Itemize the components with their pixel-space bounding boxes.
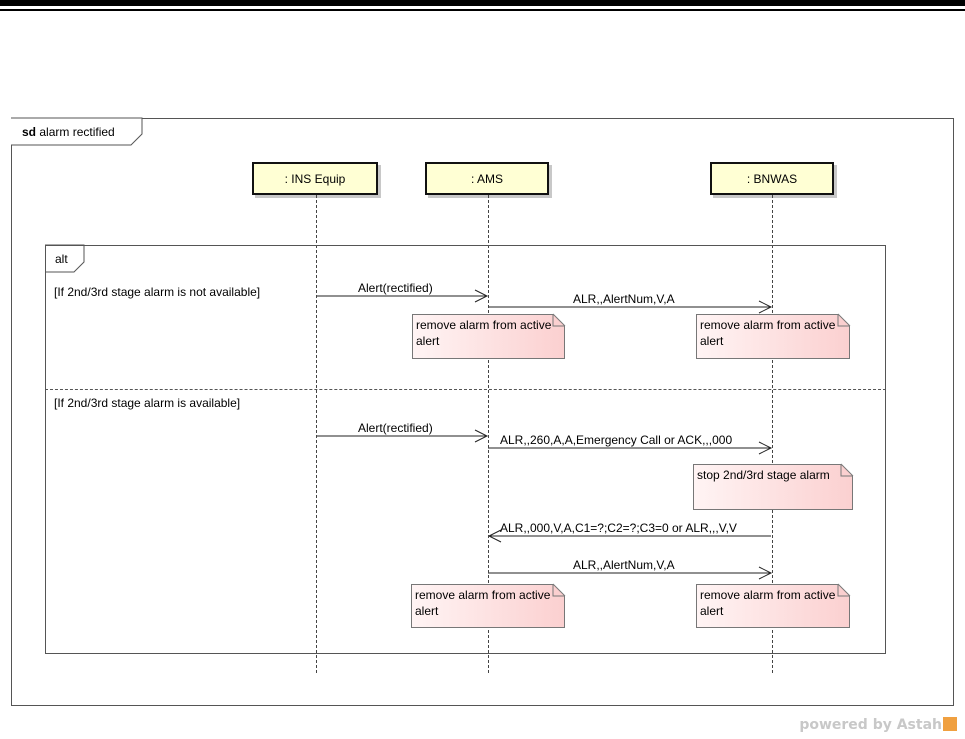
note-stop-stage-alarm[interactable]: stop 2nd/3rd stage alarm (693, 464, 853, 510)
frame-title: sd alarm rectified (22, 125, 115, 139)
message-alr-000-return[interactable]: ALR,,000,V,A,C1=?;C2=?;C3=0 or ALR,,,V,V (500, 521, 737, 535)
frame-name: alarm rectified (39, 125, 115, 139)
guard-not-available: [If 2nd/3rd stage alarm is not available… (54, 285, 261, 299)
powered-by-astah: powered by Astah (799, 717, 957, 733)
guard-available: [If 2nd/3rd stage alarm is available] (54, 396, 241, 410)
note-text: remove alarm from active alert (415, 588, 551, 618)
lifeline-bnwas-line (772, 195, 773, 673)
lifeline-ams[interactable]: : AMS (425, 162, 549, 195)
message-alr-alertnum-1[interactable]: ALR,,AlertNum,V,A (573, 292, 675, 306)
alt-fragment (45, 245, 886, 654)
powered-by-text: powered by Astah (799, 717, 942, 733)
lifeline-ams-label: : AMS (470, 171, 503, 186)
lifeline-bnwas[interactable]: : BNWAS (710, 162, 834, 195)
alt-operator: alt (55, 252, 68, 266)
note-remove-alarm-ams-2[interactable]: remove alarm from active alert (411, 584, 565, 628)
lifeline-bnwas-label: : BNWAS (746, 171, 798, 186)
header-rule (0, 0, 965, 6)
alt-operand-divider (45, 389, 886, 390)
note-remove-alarm-bnwas-1[interactable]: remove alarm from active alert (696, 314, 850, 359)
message-alr-260-emergency[interactable]: ALR,,260,A,A,Emergency Call or ACK,,,000 (500, 433, 733, 447)
message-alr-alertnum-2[interactable]: ALR,,AlertNum,V,A (573, 558, 675, 572)
message-alert-rectified-1[interactable]: Alert(rectified) (358, 281, 433, 295)
note-text: remove alarm from active alert (700, 588, 836, 618)
note-text: stop 2nd/3rd stage alarm (697, 468, 830, 482)
sequence-diagram-frame (11, 118, 954, 706)
note-text: remove alarm from active alert (416, 318, 552, 348)
lifeline-ins-equip-line (316, 195, 317, 673)
lifeline-ams-line (488, 195, 489, 673)
note-remove-alarm-bnwas-2[interactable]: remove alarm from active alert (696, 584, 850, 628)
astah-logo-icon (943, 717, 957, 731)
lifeline-ins-equip-label: : INS Equip (284, 171, 346, 186)
note-text: remove alarm from active alert (700, 318, 836, 348)
note-remove-alarm-ams-1[interactable]: remove alarm from active alert (412, 314, 565, 359)
message-alert-rectified-2[interactable]: Alert(rectified) (358, 421, 433, 435)
lifeline-ins-equip[interactable]: : INS Equip (252, 162, 378, 195)
header-rule-thin (0, 9, 965, 11)
frame-keyword: sd (22, 125, 37, 139)
